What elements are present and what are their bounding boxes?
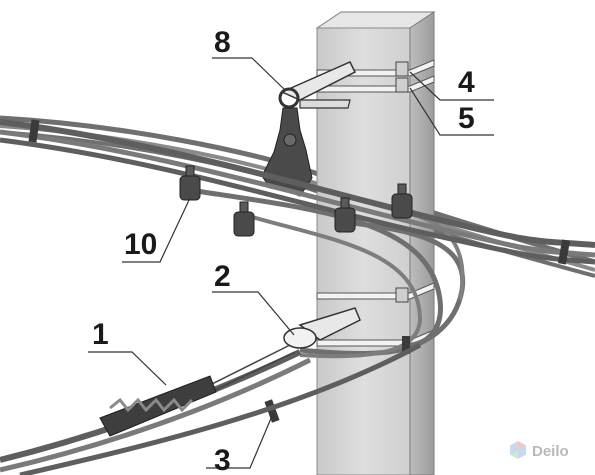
cable-tie-right <box>557 239 571 265</box>
band-buckle-4 <box>395 61 409 77</box>
bracket-eye <box>278 87 300 109</box>
main-sip-cable-bundle <box>0 119 595 265</box>
leader-8 <box>212 57 286 91</box>
cable-tie-left <box>28 119 40 143</box>
leader-4 <box>409 71 494 101</box>
watermark-logo-icon <box>510 441 526 459</box>
watermark: Deilo <box>510 441 569 460</box>
pole-side-face <box>409 11 435 475</box>
leader-3 <box>206 415 273 469</box>
leader-5 <box>409 87 494 136</box>
suspension-clamp-assembly <box>261 61 357 197</box>
callout-10: 10 <box>124 228 157 261</box>
strain-clamp-wedges <box>109 397 194 413</box>
strain-clamp <box>99 375 217 437</box>
leader-2 <box>212 291 295 336</box>
band-buckle-5 <box>395 77 409 93</box>
callout-1: 1 <box>92 318 109 351</box>
callout-5: 5 <box>458 102 475 135</box>
piercing-connector-d <box>391 183 413 219</box>
watermark-text: Deilo <box>532 443 569 460</box>
band-buckle-lower <box>395 287 409 303</box>
callout-2: 2 <box>214 260 231 293</box>
callout-3: 3 <box>214 444 231 475</box>
piercing-connector-a <box>179 165 201 201</box>
strain-clamp-body <box>99 375 217 437</box>
leader-1 <box>88 351 167 386</box>
callout-4: 4 <box>458 66 475 99</box>
cable-tie-lower <box>264 399 280 423</box>
piercing-connector-c <box>334 197 356 233</box>
cable-tie-branch <box>402 336 410 354</box>
piercing-connector-b <box>233 201 255 237</box>
suspension-bracket <box>280 61 357 101</box>
cable-ties <box>28 119 571 423</box>
callout-8: 8 <box>214 26 231 59</box>
piercing-connectors <box>179 165 413 237</box>
leader-10 <box>122 197 191 263</box>
leader-lines <box>88 57 494 469</box>
